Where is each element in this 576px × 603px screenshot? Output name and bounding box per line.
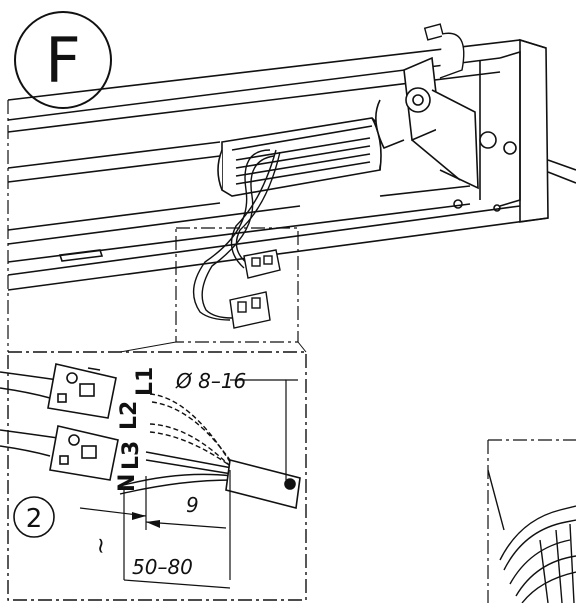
driver-wires — [192, 149, 281, 321]
partial-detail-right — [487, 439, 576, 603]
luminaire-housing — [7, 38, 576, 291]
terminal-label-l1: L1 — [133, 367, 158, 396]
terminal-label-l3: L3 — [119, 441, 144, 470]
approx-symbol: ~ — [89, 537, 114, 555]
diameter-label: Ø 8–16 — [175, 369, 246, 393]
terminal-blocks-small — [229, 249, 281, 329]
sheath-length-label: 50–80 — [132, 555, 193, 579]
terminal-detail — [0, 363, 119, 481]
detail-frame — [7, 351, 307, 601]
step-label: F — [45, 24, 81, 97]
callout-badge: 2 — [13, 496, 55, 538]
driver-unit — [217, 117, 382, 197]
cable-sheath — [225, 459, 301, 509]
dimension-lines — [79, 379, 298, 589]
plug-connector — [423, 23, 465, 79]
strip-length-label: 9 — [186, 493, 199, 517]
terminal-label-n: N — [115, 474, 140, 492]
terminal-label-l2: L2 — [117, 401, 142, 430]
conductor-wires — [119, 393, 237, 495]
callout-number: 2 — [26, 504, 43, 534]
step-badge: F — [14, 11, 112, 109]
lamp-bracket — [375, 56, 517, 190]
svg-text:Ø 8–16: Ø 8–16 — [175, 369, 246, 393]
